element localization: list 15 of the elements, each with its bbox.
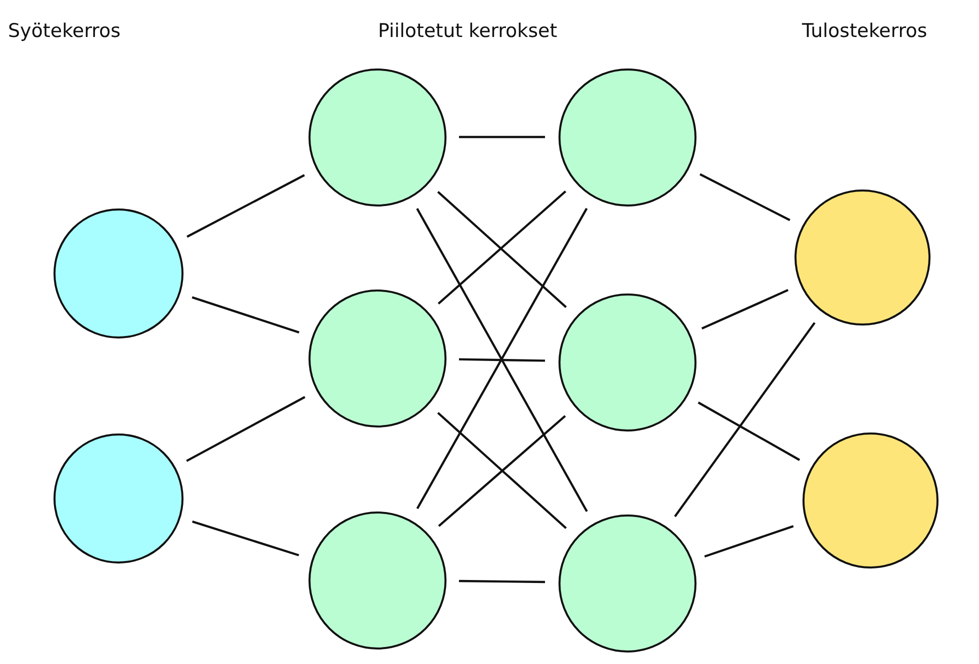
connector-line [701, 289, 788, 330]
connector-line [700, 173, 790, 222]
layer-heading: Tulostekerros [802, 20, 928, 42]
connector-line [698, 402, 800, 461]
connector-line [192, 520, 300, 556]
connector-line [186, 396, 306, 462]
layer-heading: Piilotetut kerrokset [378, 20, 558, 42]
connector-line [192, 296, 300, 334]
layer-heading: Syötekerros [8, 20, 120, 42]
connector-line [186, 174, 305, 238]
connector-line [459, 136, 545, 138]
connector-line [458, 580, 546, 584]
connector-line [704, 525, 794, 558]
connector-line [674, 322, 816, 518]
connector-line [458, 358, 546, 362]
